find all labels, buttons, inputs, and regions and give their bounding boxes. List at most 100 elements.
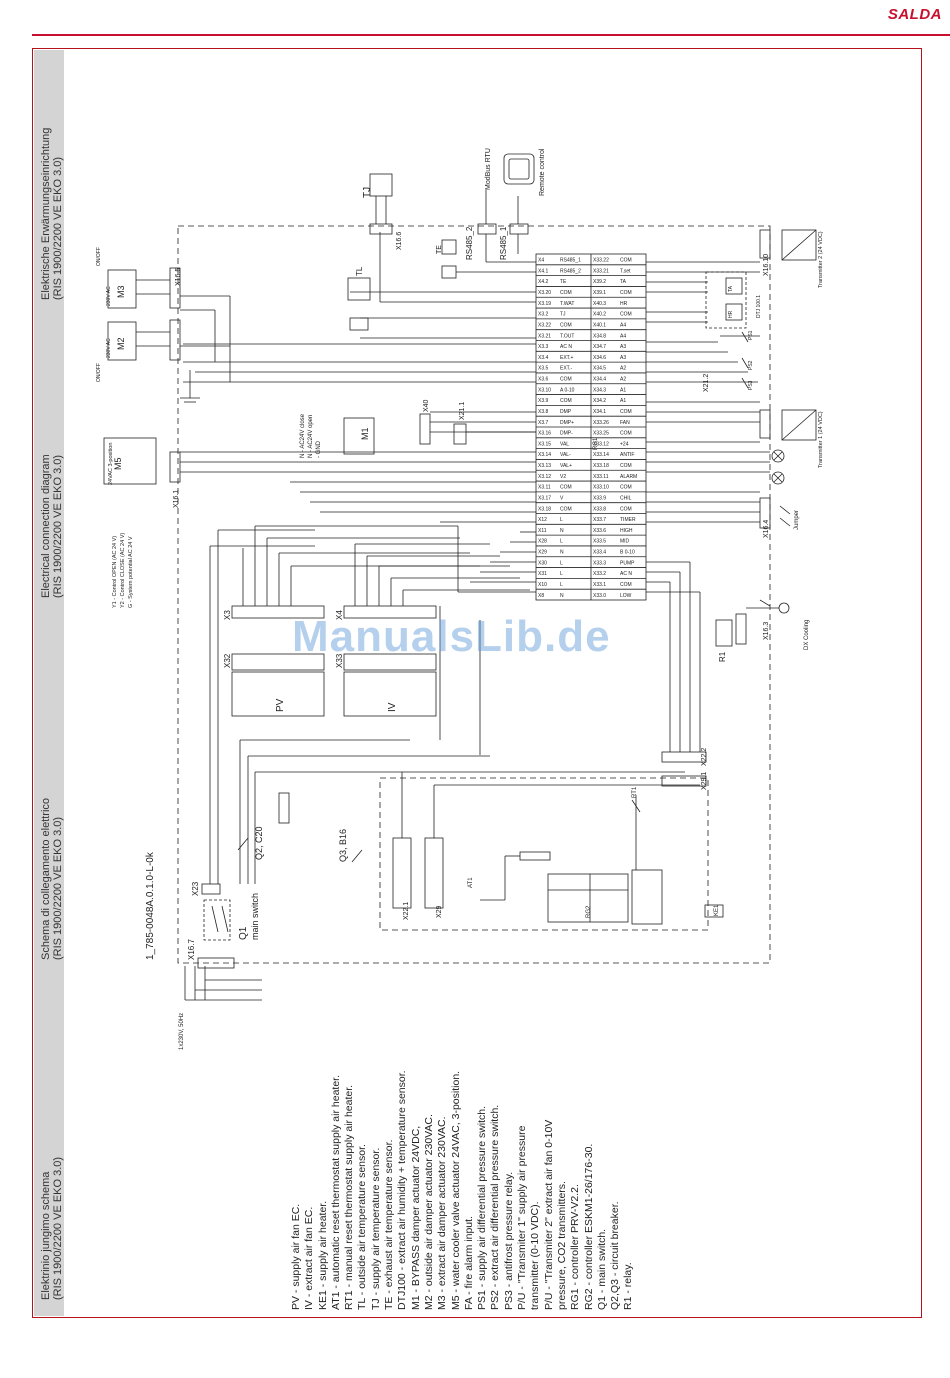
rg1-right-signal: HR: [620, 301, 628, 307]
rg1-left-terminal: X3.20: [538, 290, 551, 296]
rg1-left-terminal: X3.4: [538, 355, 549, 361]
rg1-left-terminal: X3.15: [538, 441, 551, 447]
rg1-left-signal: AC N: [560, 344, 572, 350]
actuator-m1: [343, 417, 375, 455]
rg1-left-signal: N: [560, 528, 564, 534]
terminal-x37: [349, 317, 369, 331]
rg1-right-signal: FAN: [620, 420, 630, 426]
rg1-right-terminal: X33.14: [593, 452, 609, 458]
rg1-right-terminal: X33.26: [593, 420, 609, 426]
rg1-right-terminal: X33.3: [593, 560, 606, 566]
header-divider: [32, 34, 950, 36]
rg1-right-signal: LOW: [620, 593, 632, 599]
rg1-left-signal: T.WAT: [560, 301, 574, 307]
rg1-left-signal: EXT.+: [560, 355, 574, 361]
m5-y2-label: Y2 - Control CLOSE (AC 24 V): [120, 533, 126, 608]
rg1-right-terminal: X33.21: [593, 268, 609, 274]
rg1-right-terminal: X33.0: [593, 593, 606, 599]
jumper-label: Jumper: [794, 510, 800, 530]
rg1-right-terminal: X33.10: [593, 485, 609, 491]
rg1-right-terminal: X33.25: [593, 431, 609, 437]
rg1-left-signal: L: [560, 571, 563, 577]
rg1-right-terminal: X34.3: [593, 387, 606, 393]
rg1-right-terminal: X33.2: [593, 571, 606, 577]
terminal-rs485-2: [477, 223, 497, 235]
rg1-left-signal: VAL: [560, 441, 569, 447]
ps3-label: PS3: [748, 380, 754, 390]
rg1-left-signal: TE: [560, 279, 567, 285]
rg1-right-signal: A1: [620, 398, 626, 404]
transmitter-1: [781, 409, 817, 441]
main-switch-label: main switch: [250, 893, 260, 940]
x21-1-label: X21.1: [459, 402, 466, 420]
rg1-left-terminal: X10: [538, 582, 547, 588]
rg1-right-terminal: X39.2: [593, 279, 606, 285]
rg1-right-signal: A4: [620, 333, 626, 339]
rg1-left-terminal: X3.6: [538, 377, 549, 383]
tl-label: TL: [355, 266, 364, 276]
modbus-label: ModBus RTU: [485, 148, 492, 190]
rg1-right-signal: COM: [620, 485, 632, 491]
sensor-tl: [347, 277, 371, 301]
rg1-left-terminal: X3.5: [538, 366, 549, 372]
rg1-right-terminal: X34.5: [593, 366, 606, 372]
rg1-left-terminal: X3.18: [538, 506, 551, 512]
unit-enclosure: [177, 225, 771, 964]
rg1-left-signal: TJ: [560, 312, 566, 318]
rg1-right-terminal: X40.2: [593, 312, 606, 318]
rg1-right-terminal: X33.9: [593, 495, 606, 501]
x4-label: X4: [335, 610, 344, 620]
rg1-left-terminal: X3.21: [538, 333, 551, 339]
supply-label: 1x230V, 50Hz: [179, 1013, 185, 1050]
dtj100-label: DTJ 100.1: [756, 295, 762, 318]
rg1-right-signal: A3: [620, 344, 626, 350]
x21-2-label: X21.2: [703, 374, 710, 392]
x16-7-label: X16.7: [187, 939, 196, 960]
x22-1-label: X22.1: [403, 902, 410, 920]
rg1-right-signal: COM: [620, 312, 632, 318]
m1-label: M1: [360, 427, 370, 440]
x16-4-label: X16.4: [763, 520, 770, 538]
rg1-left-signal: DMP+: [560, 420, 574, 426]
rg1-right-signal: +24: [620, 441, 629, 447]
terminal-x3: [231, 605, 325, 619]
transmitter-2-label: Transmitter 2 (24 VDC): [818, 231, 824, 288]
rs485-2-label: RS485_2: [465, 226, 474, 260]
rg1-right-terminal: X33.12: [593, 441, 609, 447]
rg1-left-terminal: X3.9: [538, 398, 549, 404]
rg1-left-signal: RS485_1: [560, 258, 581, 264]
main-switch-q1: [203, 899, 231, 941]
r1-label: R1: [718, 651, 727, 662]
rg1-right-signal: ANTIF: [620, 452, 634, 458]
rg1-right-signal: PUMP: [620, 560, 635, 566]
rg1-left-terminal: X3.2: [538, 312, 549, 318]
rg1-right-signal: COM: [620, 463, 632, 469]
terminal-x16-5: [169, 267, 181, 309]
ke1-box: [704, 904, 724, 918]
x16-3-label: X16.3: [763, 622, 770, 640]
te-label: TE: [436, 245, 443, 254]
rg1-left-signal: COM: [560, 485, 572, 491]
rg1-right-signal: A2: [620, 377, 626, 383]
rg1-right-terminal: X34.6: [593, 355, 606, 361]
remote-control: [503, 153, 535, 185]
heater-element: [519, 851, 551, 861]
rg1-right-terminal: X33.5: [593, 539, 606, 545]
rg1-left-signal: L: [560, 560, 563, 566]
rg1-left-terminal: X3.10: [538, 387, 551, 393]
m2-label: M2: [116, 337, 126, 350]
rg1-right-signal: COM: [620, 582, 632, 588]
transmitter-2: [781, 229, 817, 261]
hr-label: HR: [728, 310, 734, 318]
fan-iv-block: [343, 671, 437, 717]
watermark: ManualsLib.de: [292, 612, 611, 661]
sensor-dtj100: [705, 271, 747, 329]
m5-label: M5: [113, 457, 123, 470]
rg1-right-signal: B 0-10: [620, 550, 635, 556]
run-lamp: [771, 471, 785, 485]
ta-label: TA: [728, 285, 734, 292]
transmitter-1-label: Transmitter 1 (24 VDC): [818, 411, 824, 468]
rg1-left-terminal: X30: [538, 560, 547, 566]
actuator-m3: [107, 269, 137, 309]
